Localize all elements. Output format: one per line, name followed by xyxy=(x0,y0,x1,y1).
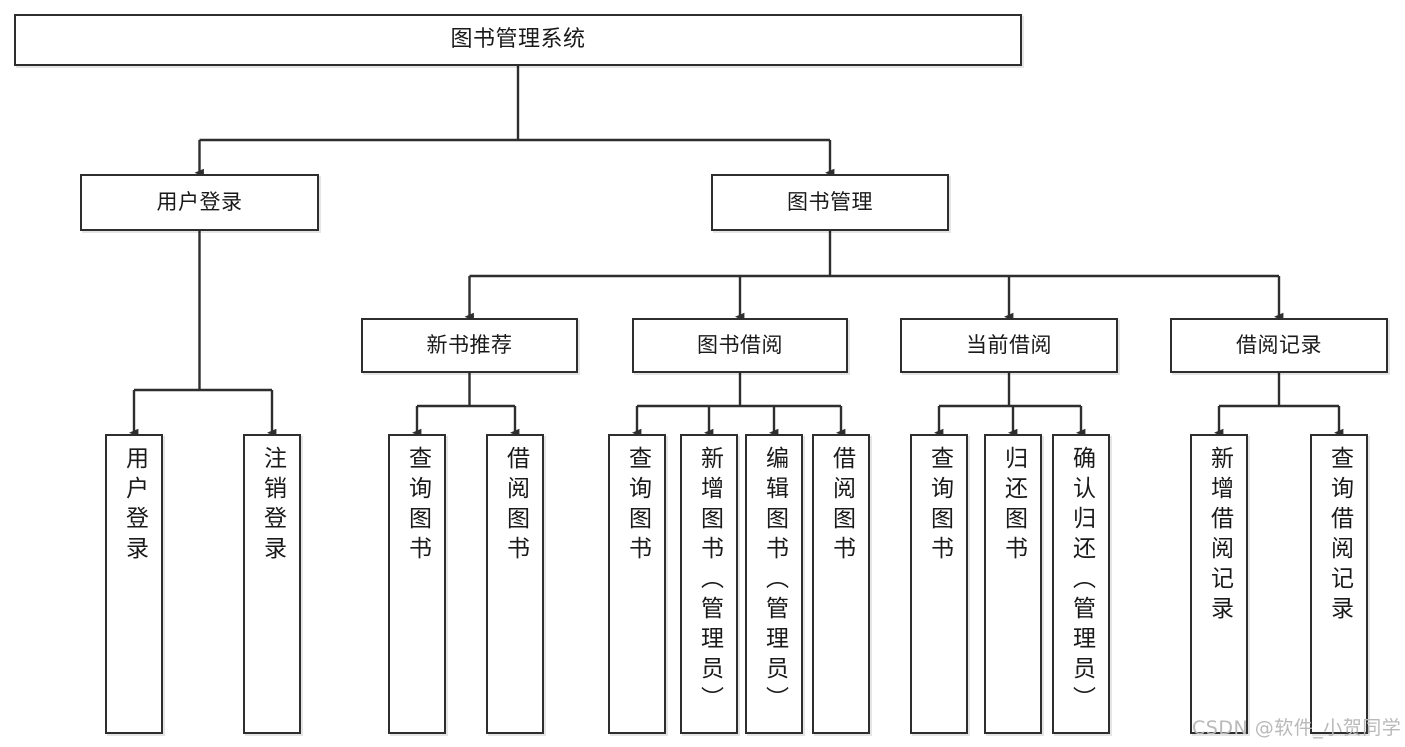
leaf-borrow-book-2[interactable]: 借阅图书 xyxy=(812,434,870,734)
node-user-login[interactable]: 用户登录 xyxy=(80,174,319,231)
leaf-confirm-return-admin[interactable]: 确认归还（管理员） xyxy=(1052,434,1110,734)
node-label: 新书推荐 xyxy=(426,333,513,358)
node-label: 图书借阅 xyxy=(697,333,783,358)
node-label: 图书管理系统 xyxy=(450,27,586,53)
leaf-query-book-3[interactable]: 查询图书 xyxy=(910,434,968,734)
leaf-return-book[interactable]: 归还图书 xyxy=(984,434,1042,734)
node-label: 注销登录 xyxy=(259,446,286,566)
node-book-manage[interactable]: 图书管理 xyxy=(711,174,949,231)
node-label: 归还图书 xyxy=(1000,446,1027,566)
leaf-query-borrow-record[interactable]: 查询借阅记录 xyxy=(1310,434,1368,734)
leaf-query-book-2[interactable]: 查询图书 xyxy=(608,434,666,734)
leaf-add-book-admin[interactable]: 新增图书（管理员） xyxy=(680,434,738,734)
node-label: 新增图书（管理员） xyxy=(696,446,723,716)
leaf-borrow-book-1[interactable]: 借阅图书 xyxy=(486,434,544,734)
node-label: 用户登录 xyxy=(156,190,243,215)
node-label: 借阅图书 xyxy=(502,446,529,566)
node-label: 确认归还（管理员） xyxy=(1068,446,1095,716)
node-label: 用户登录 xyxy=(121,446,148,566)
node-label: 查询借阅记录 xyxy=(1326,446,1353,626)
node-root[interactable]: 图书管理系统 xyxy=(14,14,1022,66)
node-label: 图书管理 xyxy=(787,190,873,215)
leaf-edit-book-admin[interactable]: 编辑图书（管理员） xyxy=(745,434,803,734)
node-book-borrow[interactable]: 图书借阅 xyxy=(632,318,848,373)
node-label: 查询图书 xyxy=(926,446,953,566)
node-new-book-recommend[interactable]: 新书推荐 xyxy=(361,318,578,373)
node-label: 编辑图书（管理员） xyxy=(761,446,788,716)
node-label: 借阅记录 xyxy=(1236,333,1322,358)
leaf-user-login[interactable]: 用户登录 xyxy=(105,434,163,734)
node-label: 借阅图书 xyxy=(828,446,855,566)
node-label: 当前借阅 xyxy=(966,333,1052,358)
leaf-query-book-1[interactable]: 查询图书 xyxy=(388,434,446,734)
node-current-borrow[interactable]: 当前借阅 xyxy=(900,318,1118,373)
leaf-user-logout[interactable]: 注销登录 xyxy=(243,434,301,734)
node-label: 查询图书 xyxy=(624,446,651,566)
node-label: 新增借阅记录 xyxy=(1206,446,1233,626)
node-borrow-record[interactable]: 借阅记录 xyxy=(1170,318,1388,373)
node-label: 查询图书 xyxy=(404,446,431,566)
leaf-add-borrow-record[interactable]: 新增借阅记录 xyxy=(1190,434,1248,734)
